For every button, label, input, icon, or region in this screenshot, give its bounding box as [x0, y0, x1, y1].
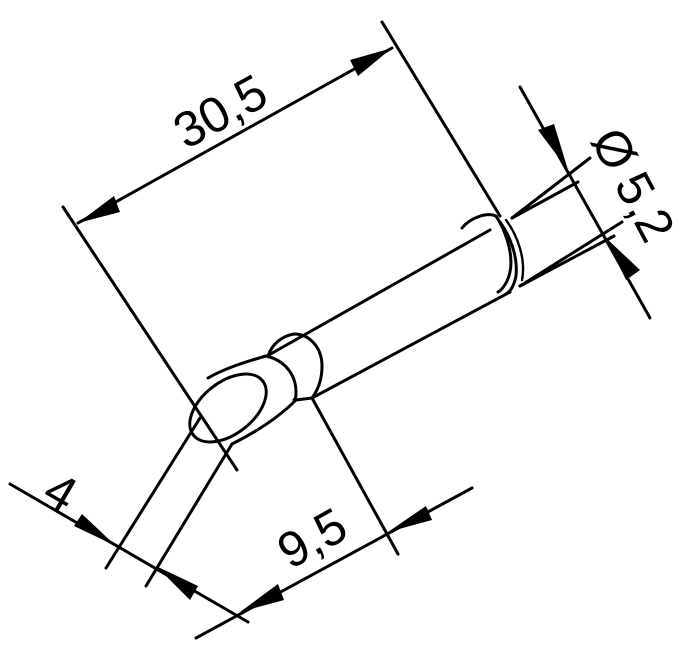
extension-line-width-1 [104, 416, 202, 570]
tip-upper-edge [206, 354, 268, 380]
arrow-diam-bottom-icon [606, 238, 640, 280]
extension-line-left [61, 205, 239, 472]
dimension-line-30-5 [76, 46, 394, 225]
dimension-overall-length: 30,5 [61, 20, 502, 472]
dimension-line-diameter [518, 85, 652, 320]
arrow-width-left-icon [74, 514, 116, 546]
extension-line-width-2 [144, 442, 234, 588]
label-tip-width: 4 [35, 461, 87, 523]
arrow-left-icon [78, 196, 120, 223]
soldering-tip [188, 180, 616, 446]
arrow-tip-length-left-icon [240, 584, 284, 612]
dimension-line-width [8, 482, 250, 624]
label-tip-length: 9,5 [268, 497, 356, 580]
groove-ring [460, 213, 513, 294]
groove-ring-inner [498, 220, 518, 296]
tip-face [188, 372, 268, 444]
collar-inner [264, 354, 298, 402]
tip-lower-edge [230, 396, 314, 446]
arrow-tip-length-right-icon [388, 506, 432, 532]
shaft-bottom-edge [310, 234, 616, 400]
dimension-shaft-diameter: Ø 5,2 [510, 85, 686, 320]
arrow-right-icon [350, 48, 392, 76]
extension-line-diam-bottom [518, 220, 624, 288]
extension-line-diam-top [510, 156, 592, 220]
extension-line-tip-length [310, 396, 400, 556]
arrow-width-right-icon [156, 566, 198, 600]
dimension-tip-width: 4 [8, 416, 250, 624]
groove-ring-inner-2 [504, 218, 525, 282]
label-diameter: Ø 5,2 [580, 119, 686, 251]
shaft-top-edge [265, 180, 580, 358]
label-diameter-value: 5,2 [604, 163, 686, 251]
collar-outline [266, 332, 324, 400]
extension-line-right [380, 20, 502, 218]
arrow-diam-top-icon [538, 124, 568, 170]
